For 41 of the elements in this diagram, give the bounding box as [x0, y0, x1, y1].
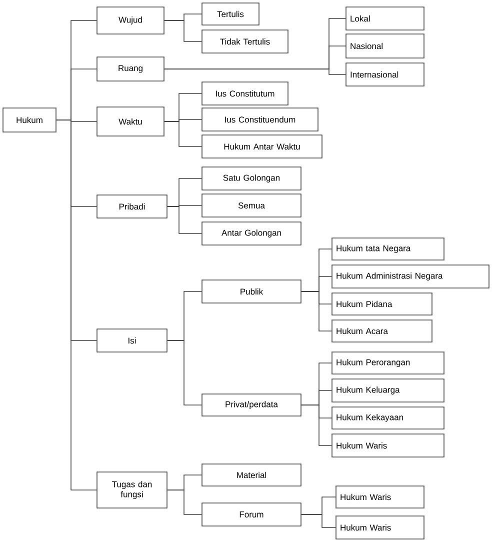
category-box: Hukum Pidana — [332, 292, 432, 316]
category-box: Tidak Tertulis — [202, 30, 288, 54]
connector-line — [301, 291, 332, 332]
category-box: Isi — [96, 328, 168, 352]
category-box: Tertulis — [202, 2, 260, 26]
category-box: Hukum Kekayaan — [332, 406, 444, 430]
category-box: Ius Constituendum — [202, 108, 318, 132]
category-box: Hukum Perorangan — [332, 352, 444, 374]
category-box: Hukum Keluarga — [332, 378, 444, 402]
category-box: Waktu — [96, 106, 164, 136]
connector-line — [164, 20, 202, 42]
connector-line — [164, 68, 346, 75]
connector-line — [167, 490, 202, 515]
category-box: Ruang — [96, 56, 164, 82]
category-box: Ius Constitutum — [202, 82, 288, 106]
category-box: Hukum Waris — [336, 516, 424, 540]
category-box: Privat/perdata — [202, 394, 302, 416]
category-box: Publik — [202, 280, 302, 304]
category-box: Wujud — [96, 6, 164, 34]
category-box: Material — [202, 464, 302, 486]
category-box: Hukum Antar Waktu — [202, 134, 322, 158]
category-box: Pribadi — [96, 194, 168, 218]
category-box: Hukum Acara — [332, 320, 432, 342]
connector-line — [164, 121, 202, 147]
category-box: Semua — [202, 194, 302, 218]
category-box: Lokal — [346, 6, 424, 30]
category-box: Hukum Administrasi Negara — [332, 264, 490, 288]
category-box: Satu Golongan — [202, 166, 302, 190]
connector-line — [301, 514, 336, 528]
category-box: Nasional — [346, 34, 424, 58]
category-box: Hukum Waris — [332, 434, 444, 458]
connector-line — [167, 206, 202, 234]
category-box: Hukum — [2, 108, 56, 132]
category-box: Antar Golongan — [202, 222, 302, 246]
category-box: Hukum Waris — [336, 486, 424, 508]
connector-line — [167, 340, 202, 406]
category-box: Tugas dan fungsi — [96, 472, 168, 508]
category-box: Hukum tata Negara — [332, 238, 444, 260]
category-box: Forum — [202, 502, 302, 526]
connector-line — [301, 404, 332, 446]
category-box: Internasional — [346, 62, 424, 86]
